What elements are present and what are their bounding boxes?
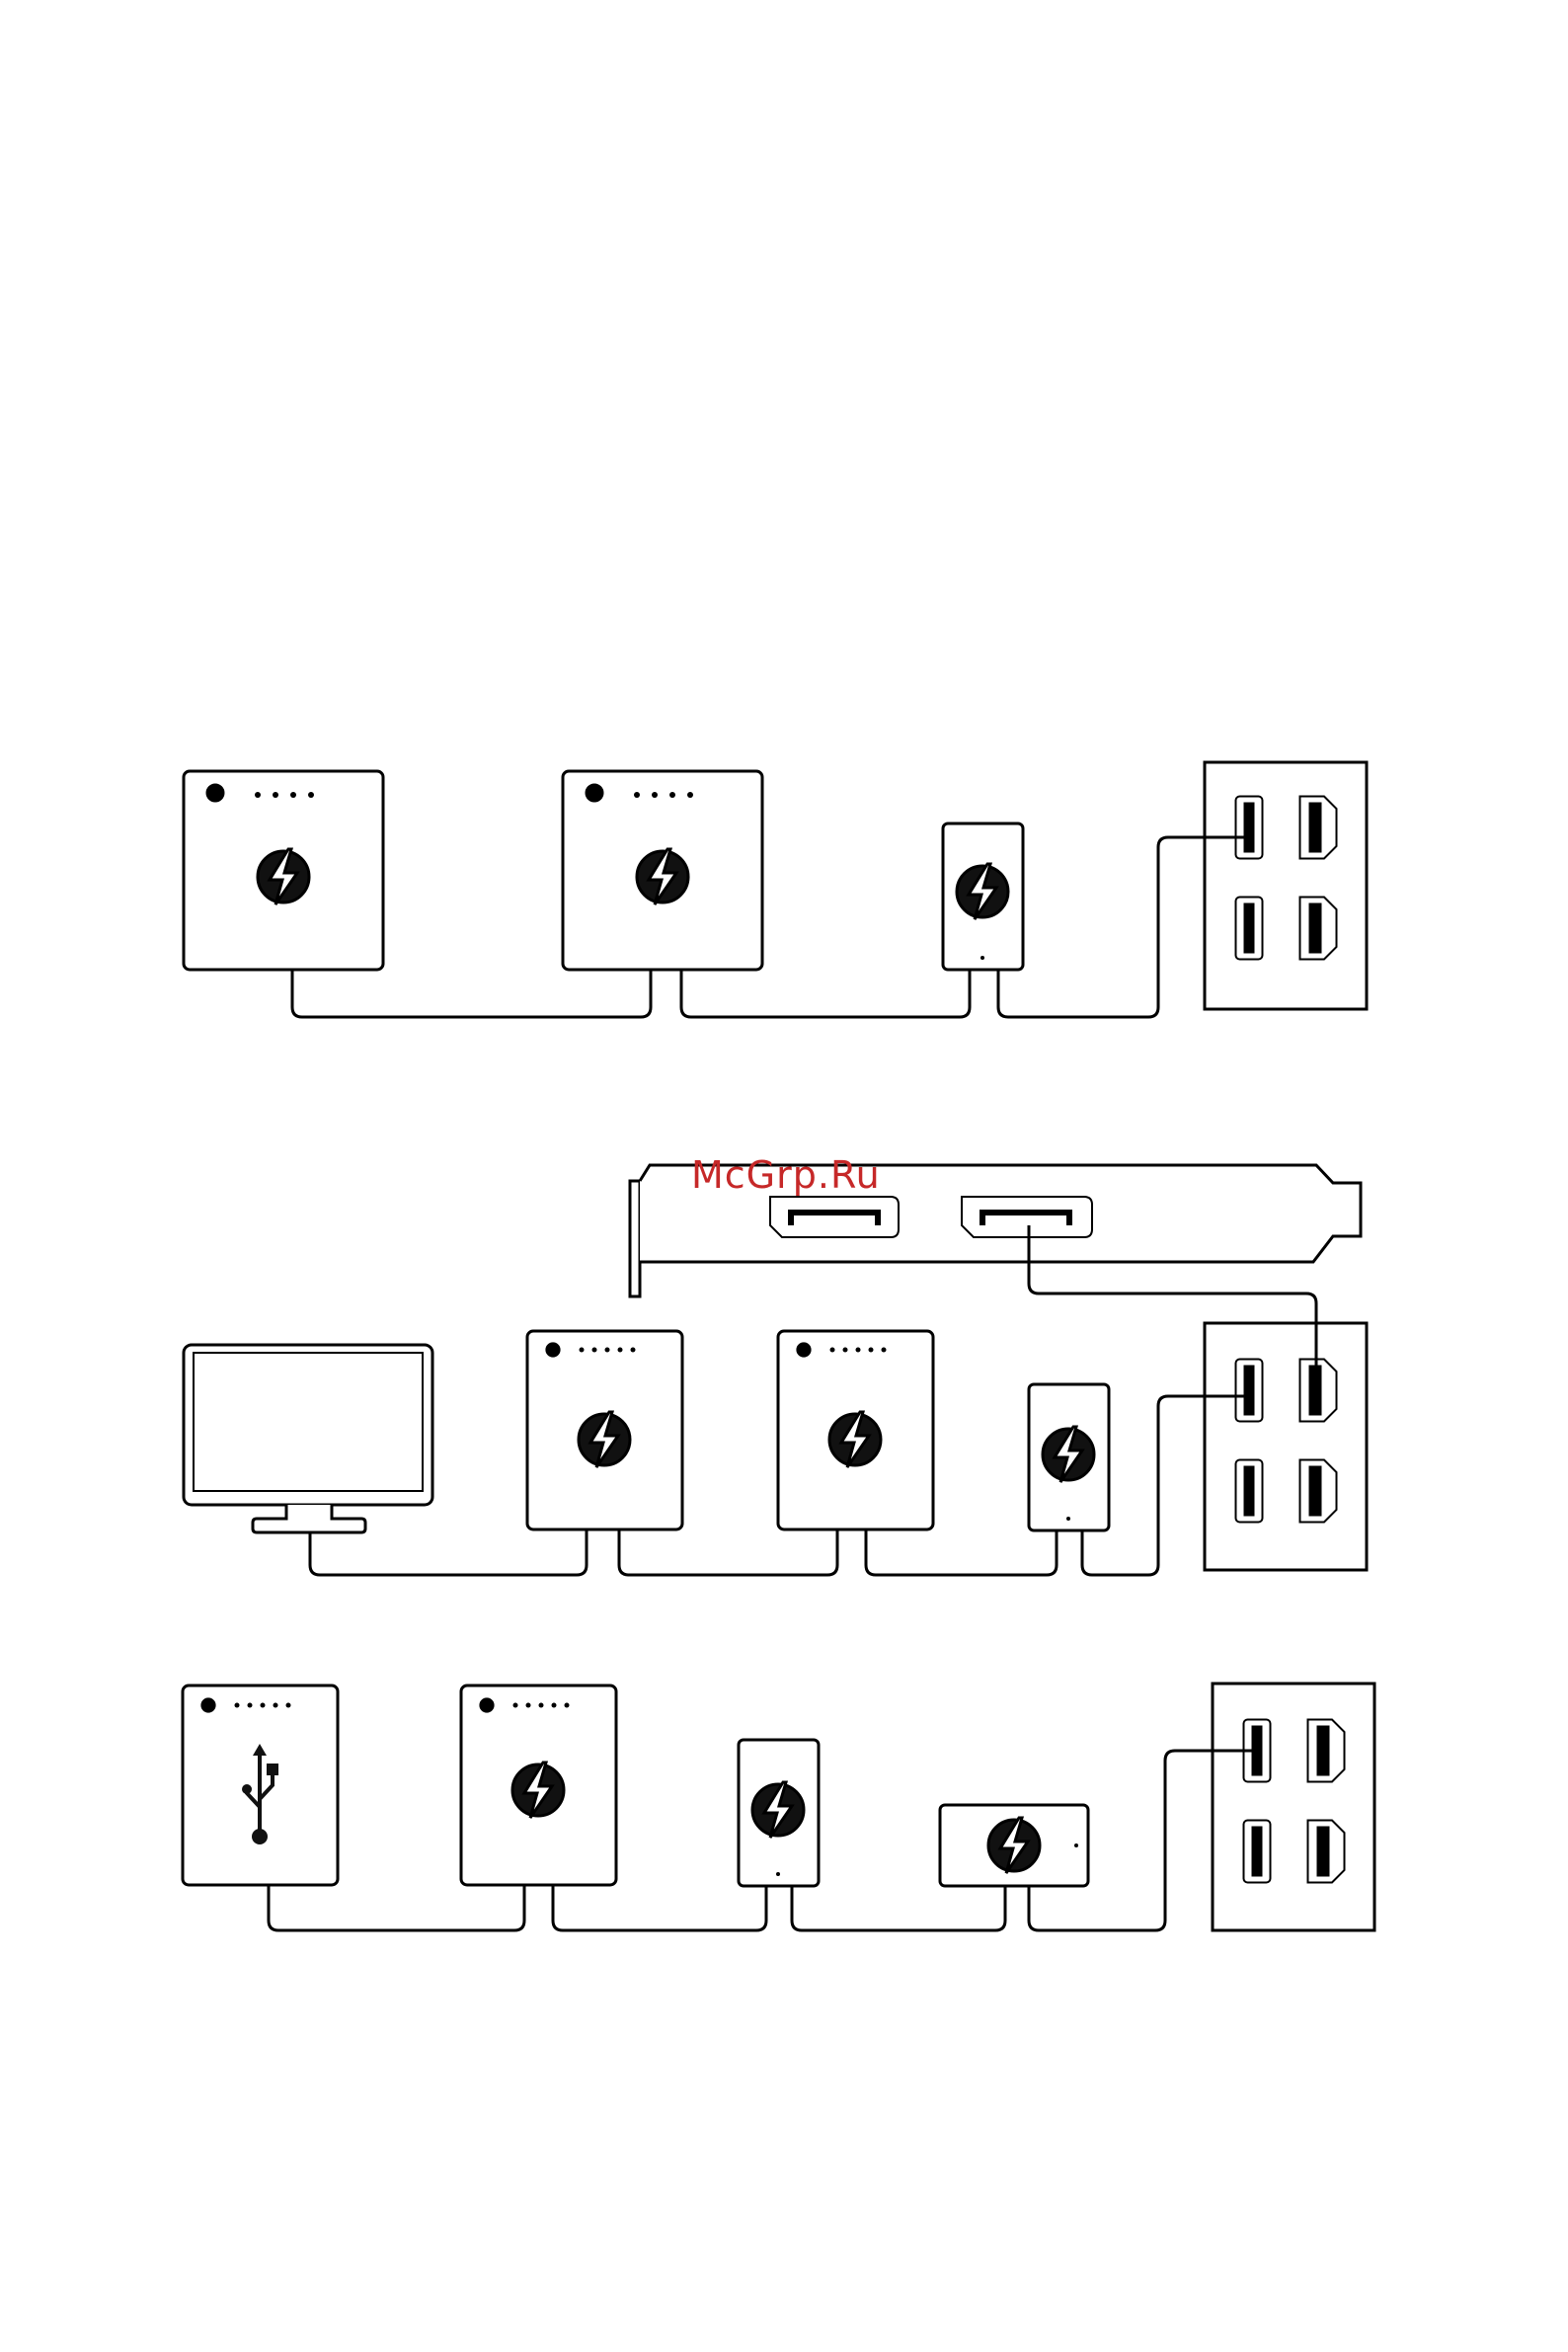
displayport-icon: [1300, 1460, 1337, 1523]
cable: [619, 1529, 837, 1575]
thunderbolt-icon: [957, 864, 1008, 919]
thunderbolt-icon: [512, 1763, 564, 1818]
thunderbolt-dongle: [940, 1805, 1088, 1886]
thunderbolt-icon: [752, 1782, 804, 1838]
io-panel: [1205, 762, 1367, 1009]
thunderbolt-icon: [579, 1412, 630, 1467]
thunderbolt-port-icon: [1236, 1460, 1263, 1523]
displayport-icon: [1300, 1360, 1337, 1422]
monitor-icon: [184, 1345, 432, 1532]
displayport-icon: [1308, 1821, 1345, 1883]
thunderbolt-icon: [988, 1818, 1040, 1873]
cable: [553, 1885, 766, 1930]
thunderbolt-storage-device: [778, 1331, 933, 1529]
cable: [866, 1529, 1057, 1575]
thunderbolt-adapter: [739, 1740, 819, 1886]
thunderbolt-port-icon: [1236, 797, 1263, 859]
cable: [792, 1886, 1005, 1930]
cable: [681, 970, 970, 1017]
cable: [292, 970, 651, 1017]
thunderbolt-port-icon: [1244, 1821, 1271, 1883]
thunderbolt-storage-device: [184, 771, 383, 970]
cable: [269, 1885, 524, 1930]
watermark-text: McGrp.Ru: [691, 1153, 881, 1197]
displayport-icon: [1308, 1720, 1345, 1782]
thunderbolt-icon: [637, 849, 688, 904]
cable: [310, 1529, 587, 1575]
diagram-3: [183, 1684, 1374, 1930]
thunderbolt-storage-device: [461, 1686, 616, 1885]
diagram-2: [184, 1165, 1367, 1575]
thunderbolt-storage-device: [563, 771, 762, 970]
usb-storage-device: [183, 1686, 338, 1885]
thunderbolt-icon: [258, 849, 309, 904]
power-icon: [547, 1344, 560, 1357]
displayport-icon: [1300, 797, 1337, 859]
io-panel: [1213, 1684, 1374, 1930]
thunderbolt-adapter: [1029, 1384, 1109, 1530]
io-panel: [1205, 1323, 1367, 1570]
thunderbolt-port-icon: [1236, 1360, 1263, 1422]
power-icon: [202, 1699, 215, 1712]
power-icon: [798, 1344, 811, 1357]
thunderbolt-icon: [1043, 1427, 1094, 1482]
displayport-icon: [1300, 898, 1337, 960]
diagram-1: [184, 762, 1367, 1017]
power-icon: [481, 1699, 494, 1712]
thunderbolt-icon: [829, 1412, 881, 1467]
thunderbolt-adapter: [943, 823, 1023, 970]
thunderbolt-storage-device: [527, 1331, 682, 1529]
power-icon: [587, 785, 602, 801]
thunderbolt-port-icon: [1236, 898, 1263, 960]
power-icon: [207, 785, 223, 801]
